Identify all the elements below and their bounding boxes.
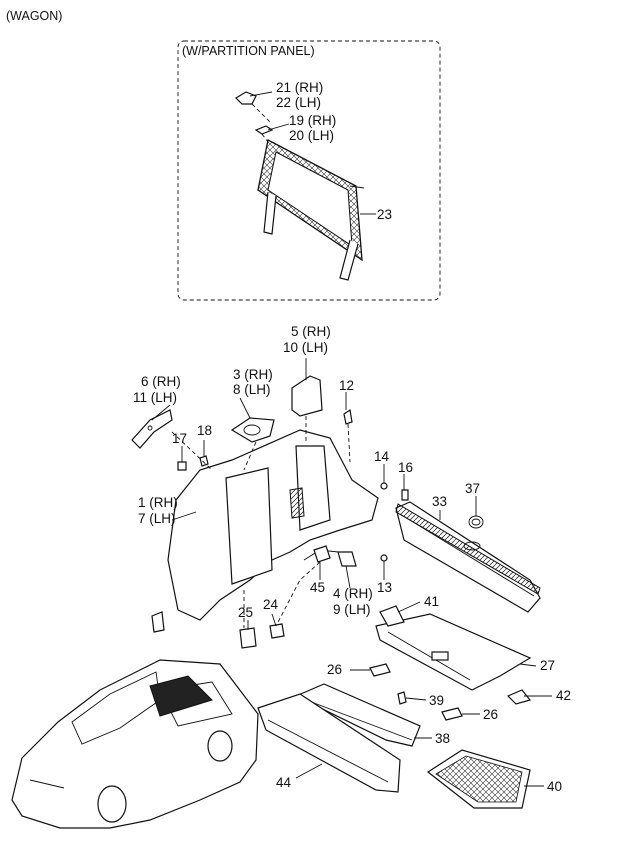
partition-net xyxy=(257,139,365,281)
cap-25 xyxy=(239,627,257,649)
callout-18: 18 xyxy=(197,423,212,438)
clip-16 xyxy=(401,489,409,501)
callout-11: 11 (LH) xyxy=(133,390,177,405)
side-bracket xyxy=(131,409,173,449)
clip-26-lower xyxy=(441,707,463,721)
hook-45 xyxy=(313,545,331,563)
callout-12: 12 xyxy=(339,378,354,393)
quarter-trim-panel xyxy=(151,429,379,633)
callout-5: 5 (RH) xyxy=(291,324,331,339)
callout-19: 19 (RH) xyxy=(289,113,336,128)
callout-14: 14 xyxy=(374,449,390,464)
clip-24 xyxy=(269,623,285,639)
callout-1: 1 (RH) xyxy=(138,495,178,510)
luggage-floor-tray xyxy=(257,693,401,793)
callout-24: 24 xyxy=(263,597,279,612)
luggage-floor-board xyxy=(294,683,421,747)
callout-13: 13 xyxy=(377,580,392,595)
callout-26-upper: 26 xyxy=(327,662,342,677)
clip-17 xyxy=(177,461,187,471)
callout-16: 16 xyxy=(398,460,413,475)
callout-6: 6 (RH) xyxy=(141,374,181,389)
tie-down-bracket xyxy=(337,551,357,567)
callout-23: 23 xyxy=(377,207,392,222)
net-hook-bracket xyxy=(235,91,257,105)
callout-20: 20 (LH) xyxy=(289,128,334,143)
callout-25: 25 xyxy=(238,605,253,620)
callout-21: 21 (RH) xyxy=(276,80,323,95)
model-label: (WAGON) xyxy=(6,9,62,23)
callout-4: 4 (RH) xyxy=(333,586,373,601)
callout-33: 33 xyxy=(432,494,447,509)
inset-title: (W/PARTITION PANEL) xyxy=(182,44,315,58)
callout-27: 27 xyxy=(540,658,555,673)
callout-22: 22 (LH) xyxy=(276,95,321,110)
callout-44: 44 xyxy=(276,775,292,790)
net-clip xyxy=(254,125,274,135)
vehicle-illustration xyxy=(11,659,259,829)
luggage-cover xyxy=(375,613,532,691)
callout-17: 17 xyxy=(172,431,187,446)
bracket-42 xyxy=(506,689,532,705)
callout-10: 10 (LH) xyxy=(283,340,328,355)
pillar-trim-cover xyxy=(291,375,323,417)
callout-37: 37 xyxy=(465,481,480,496)
clip-18 xyxy=(199,455,209,467)
callout-41: 41 xyxy=(424,594,439,609)
callout-40: 40 xyxy=(547,779,562,794)
clip-26-upper xyxy=(369,663,391,677)
callout-42: 42 xyxy=(556,688,571,703)
clip-12 xyxy=(343,408,353,425)
callout-26-lower: 26 xyxy=(483,707,498,722)
callout-39: 39 xyxy=(429,693,444,708)
speaker-grille xyxy=(230,417,275,443)
callout-9: 9 (LH) xyxy=(333,602,371,617)
luggage-sill-trim xyxy=(395,501,541,613)
callout-3: 3 (RH) xyxy=(233,367,273,382)
callout-7: 7 (LH) xyxy=(138,511,176,526)
ring-37 xyxy=(468,515,484,529)
screw-39 xyxy=(397,691,407,705)
partition-panel-inset xyxy=(177,40,441,301)
underfloor-storage-tray xyxy=(426,749,531,809)
clip-14 xyxy=(380,482,388,490)
bracket-41 xyxy=(379,605,405,627)
callout-45: 45 xyxy=(310,580,325,595)
clip-13 xyxy=(380,554,388,562)
callout-8: 8 (LH) xyxy=(233,382,271,397)
callout-38: 38 xyxy=(435,731,450,746)
